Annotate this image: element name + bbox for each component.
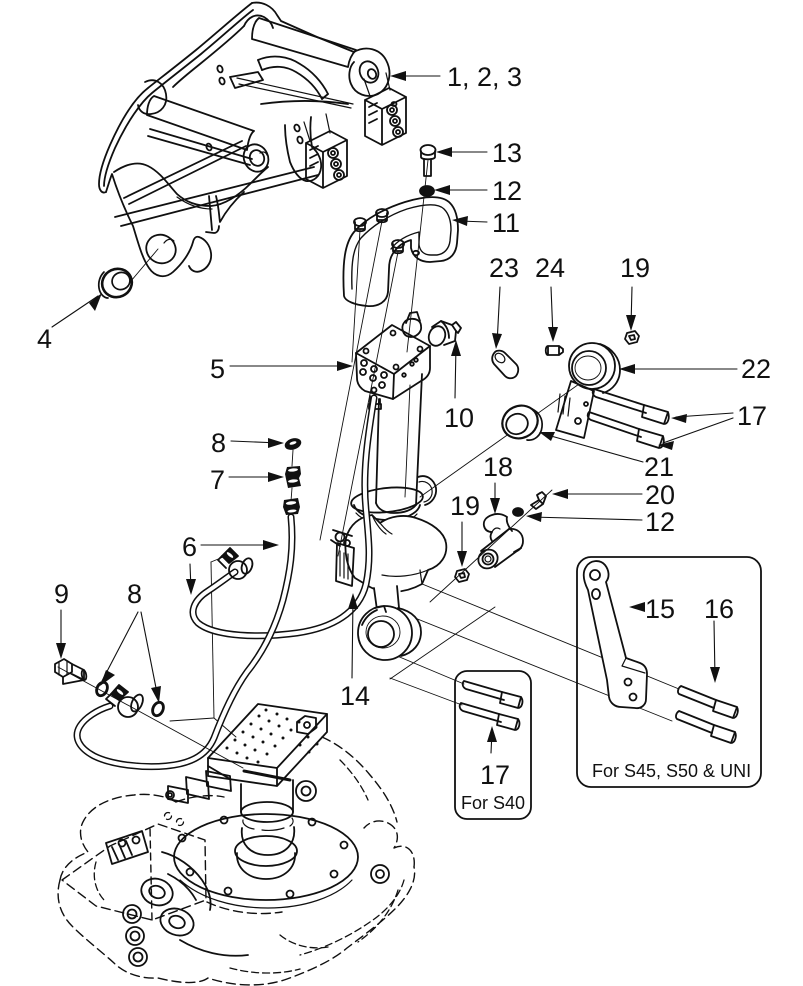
svg-text:14: 14: [340, 681, 370, 711]
svg-text:19: 19: [620, 253, 650, 283]
svg-text:11: 11: [492, 208, 520, 238]
svg-text:9: 9: [54, 579, 69, 609]
svg-text:16: 16: [704, 594, 734, 624]
svg-text:5: 5: [210, 354, 225, 384]
svg-text:8: 8: [127, 579, 142, 609]
svg-text:4: 4: [37, 324, 52, 354]
svg-text:12: 12: [645, 507, 675, 537]
svg-text:24: 24: [535, 253, 565, 283]
svg-text:18: 18: [483, 452, 513, 482]
svg-text:22: 22: [741, 354, 771, 384]
svg-text:6: 6: [182, 532, 197, 562]
svg-text:21: 21: [644, 452, 674, 482]
svg-text:19: 19: [450, 491, 480, 521]
svg-text:7: 7: [210, 465, 225, 495]
svg-text:13: 13: [492, 138, 522, 168]
svg-text:10: 10: [444, 403, 474, 433]
svg-text:For S45, S50 & UNI: For S45, S50 & UNI: [592, 761, 751, 781]
svg-text:20: 20: [645, 480, 675, 510]
svg-text:For S40: For S40: [461, 793, 525, 813]
svg-text:15: 15: [645, 594, 675, 624]
svg-text:23: 23: [489, 253, 519, 283]
svg-text:17: 17: [737, 401, 767, 431]
svg-text:1, 2, 3: 1, 2, 3: [447, 62, 522, 92]
svg-text:8: 8: [211, 428, 226, 458]
svg-text:12: 12: [492, 176, 522, 206]
svg-text:17: 17: [480, 760, 510, 790]
